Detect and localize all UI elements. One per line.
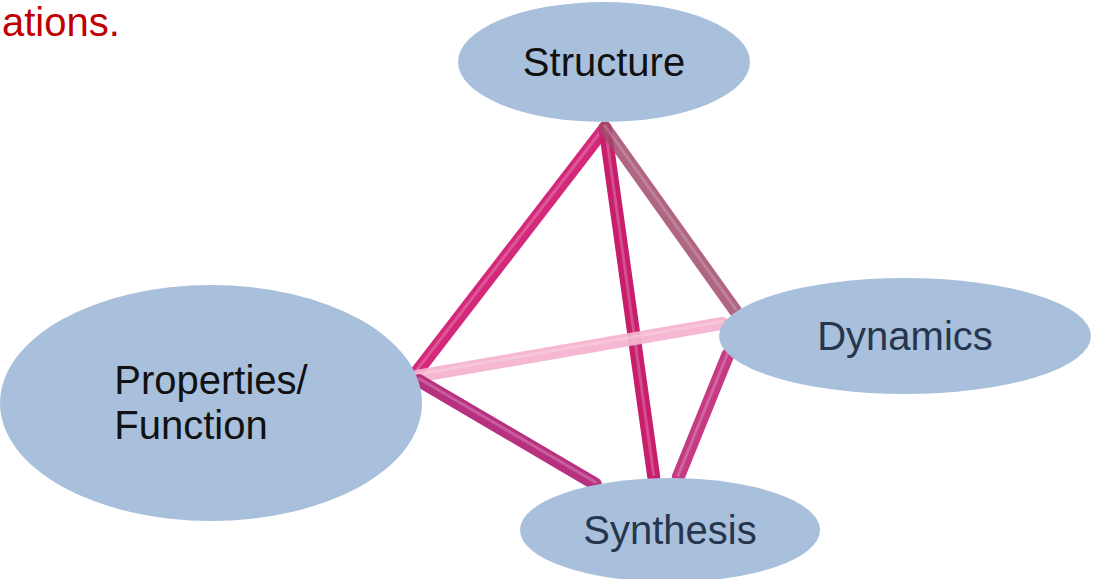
node-label: Structure (523, 40, 685, 85)
node-text-group: Synthesis (583, 508, 756, 553)
ellipse-node: Structure (458, 2, 750, 122)
ellipse-node: Properties/ Function (0, 285, 422, 521)
edge-highlight (418, 321, 722, 374)
node-label: Properties/ Function (114, 358, 307, 448)
tetrahedron-edge (419, 381, 596, 485)
edge-highlight (605, 126, 736, 309)
ellipse-node: Dynamics (719, 278, 1091, 394)
ellipse-fill (719, 278, 1091, 394)
node-text-group: Structure (523, 40, 685, 85)
edge-highlight (678, 353, 728, 476)
heading-fragment: ations. (2, 0, 120, 44)
tetrahedron-edge (418, 323, 722, 376)
ellipse-fill (520, 478, 820, 579)
node-label: Synthesis (583, 508, 756, 553)
edge-highlight (419, 379, 596, 483)
ellipse-fill (0, 285, 422, 521)
ellipse-node: Synthesis (520, 478, 820, 579)
node-text-group: Dynamics (817, 314, 993, 359)
node-text-group: Properties/ Function (114, 358, 307, 448)
edge-highlight (416, 126, 605, 371)
node-label: Dynamics (817, 314, 993, 359)
ellipse-fill (458, 2, 750, 122)
